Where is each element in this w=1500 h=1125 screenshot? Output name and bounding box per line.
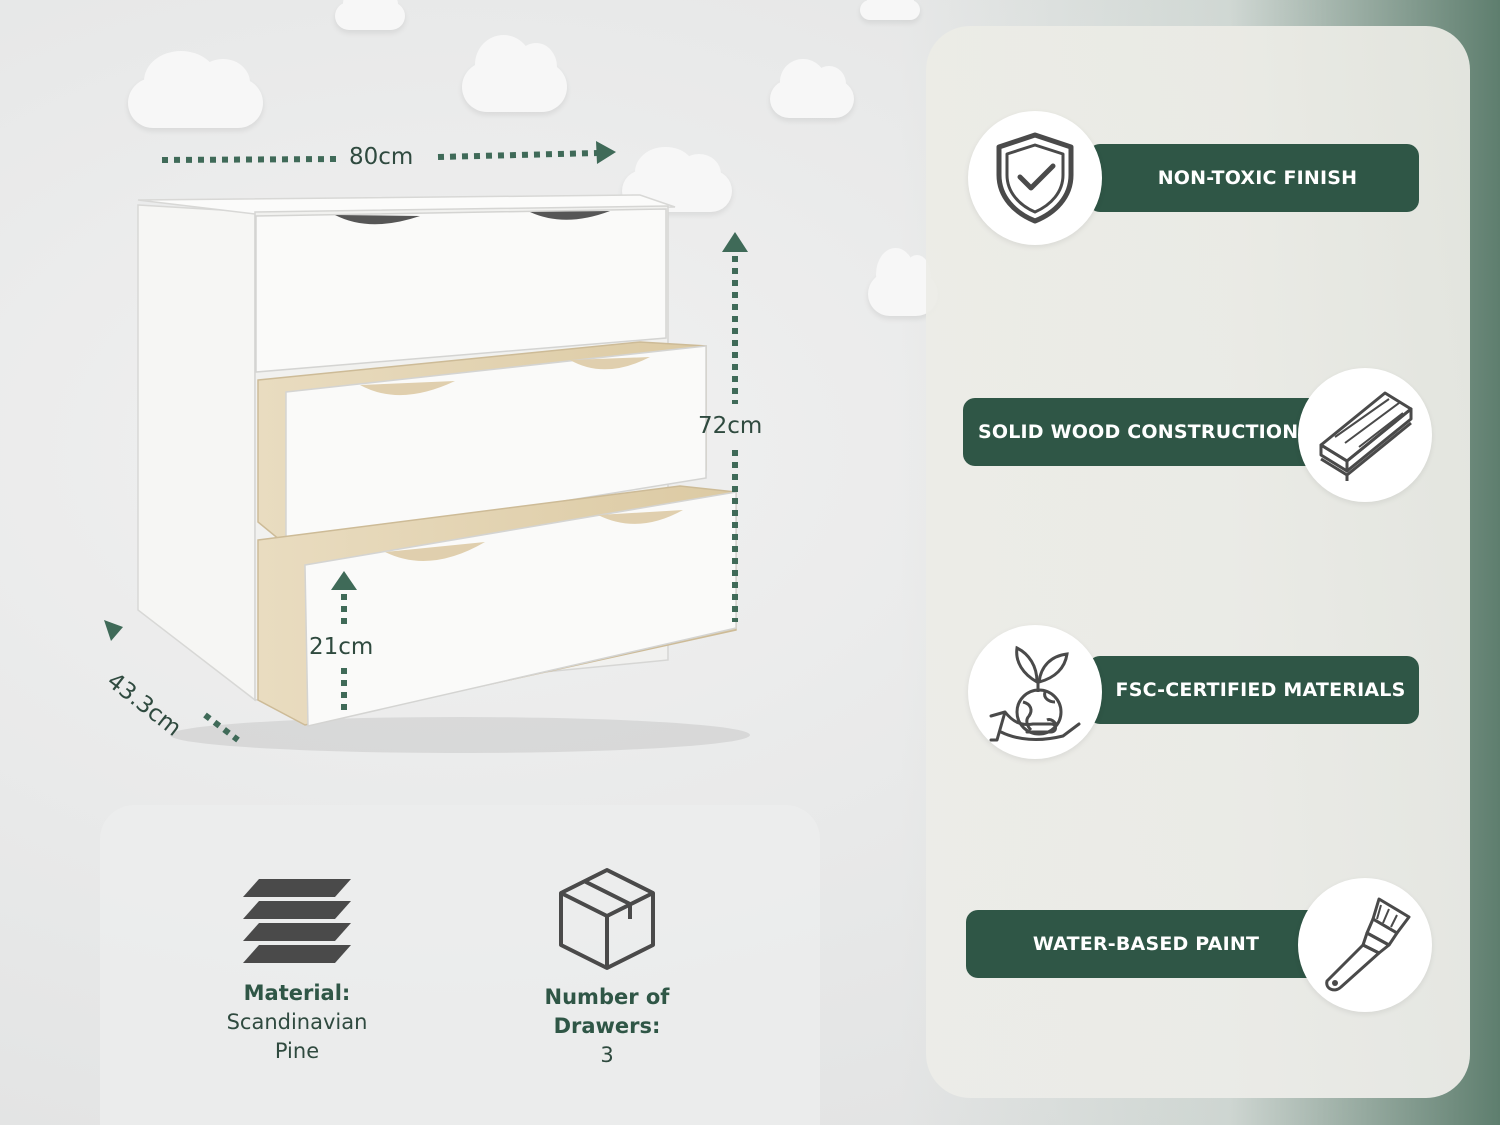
drawers-spec: Number of Drawers: 3	[477, 867, 737, 1070]
height-dimension: 72cm	[698, 413, 763, 439]
material-spec: Material: Scandinavian Pine	[167, 875, 427, 1066]
material-value-line2: Pine	[274, 1039, 320, 1063]
feature-pill-fsc: FSC-CERTIFIED MATERIALS	[1088, 656, 1419, 724]
feature-label: WATER-BASED PAINT	[1032, 933, 1260, 955]
material-label: Material:	[243, 981, 351, 1005]
feature-badge	[1298, 368, 1432, 502]
cloud-decoration	[462, 34, 567, 112]
feature-pill-water-based: WATER-BASED PAINT	[966, 910, 1336, 978]
feature-label: SOLID WOOD CONSTRUCTION	[978, 421, 1299, 443]
feature-pill-non-toxic: NON-TOXIC FINISH	[1088, 144, 1419, 212]
cloud-decoration	[128, 50, 263, 128]
width-dimension: 80cm	[349, 144, 414, 170]
feature-label: FSC-CERTIFIED MATERIALS	[1115, 679, 1406, 701]
box-icon	[559, 868, 655, 970]
specs-panel: Material: Scandinavian Pine Number of Dr…	[100, 805, 820, 1125]
drawers-label-line1: Number of	[544, 985, 670, 1009]
feature-badge	[968, 111, 1102, 245]
feature-badge	[968, 625, 1102, 759]
material-value-line1: Scandinavian	[226, 1010, 368, 1034]
dresser-illustration	[104, 141, 750, 753]
feature-badge	[1298, 878, 1432, 1012]
cloud-decoration	[860, 0, 920, 20]
layers-icon	[243, 879, 351, 963]
cloud-decoration	[770, 59, 854, 118]
drawers-value: 3	[600, 1043, 614, 1067]
feature-label: NON-TOXIC FINISH	[1157, 167, 1358, 189]
feature-pill-solid-wood: SOLID WOOD CONSTRUCTION	[963, 398, 1323, 466]
cloud-decoration	[335, 0, 405, 30]
plant-globe-hand-icon	[989, 645, 1081, 742]
drawer-height-dimension: 21cm	[309, 634, 374, 660]
shield-check-icon	[996, 132, 1074, 224]
paintbrush-icon	[1325, 897, 1411, 992]
drawers-label-line2: Drawers:	[553, 1014, 661, 1038]
wood-planks-icon	[1319, 391, 1413, 481]
